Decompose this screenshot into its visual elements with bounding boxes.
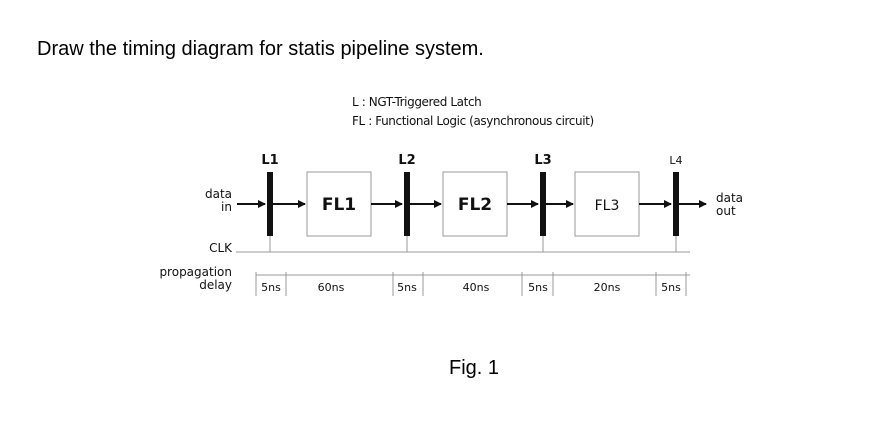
delay-label-4: 40ns xyxy=(463,281,490,294)
delay-label-3: 5ns xyxy=(397,281,417,294)
fl2-label: FL2 xyxy=(458,195,492,215)
fl2-box xyxy=(442,171,508,237)
legend-latch-definition: L : NGT-Triggered Latch xyxy=(352,95,482,109)
clk-ticks xyxy=(236,236,690,253)
delay-ruler xyxy=(255,272,690,296)
clk-label: CLK xyxy=(209,241,233,255)
delay-label-1: 5ns xyxy=(261,281,281,294)
latch-label-l2: L2 xyxy=(398,153,415,168)
delay-label-7: 5ns xyxy=(661,281,681,294)
delay-label-6: 20ns xyxy=(594,281,621,294)
latch-l2 xyxy=(404,172,410,236)
fl3-label: FL3 xyxy=(595,198,620,214)
latch-label-l1: L1 xyxy=(261,153,278,168)
fl3-box xyxy=(574,171,640,237)
latch-label-l4: L4 xyxy=(669,154,682,167)
figure-caption: Fig. 1 xyxy=(449,357,500,379)
data-in-label-line1: data xyxy=(205,187,232,201)
data-out-label-line1: data xyxy=(716,191,743,205)
latch-l3 xyxy=(540,172,546,236)
delay-label-5: 5ns xyxy=(528,281,548,294)
propagation-label-line1: propagation xyxy=(159,265,232,279)
latch-l4 xyxy=(673,172,679,236)
delay-label-2: 60ns xyxy=(318,281,345,294)
latch-label-l3: L3 xyxy=(534,153,551,168)
latch-l1 xyxy=(267,172,273,236)
data-out-label-line2: out xyxy=(716,204,736,218)
data-in-label-line2: in xyxy=(221,200,232,214)
propagation-label-line2: delay xyxy=(199,278,232,292)
legend-fl-definition: FL : Functional Logic (asynchronous circ… xyxy=(352,114,594,128)
question-text: Draw the timing diagram for statis pipel… xyxy=(37,38,484,60)
fl1-label: FL1 xyxy=(322,195,356,215)
